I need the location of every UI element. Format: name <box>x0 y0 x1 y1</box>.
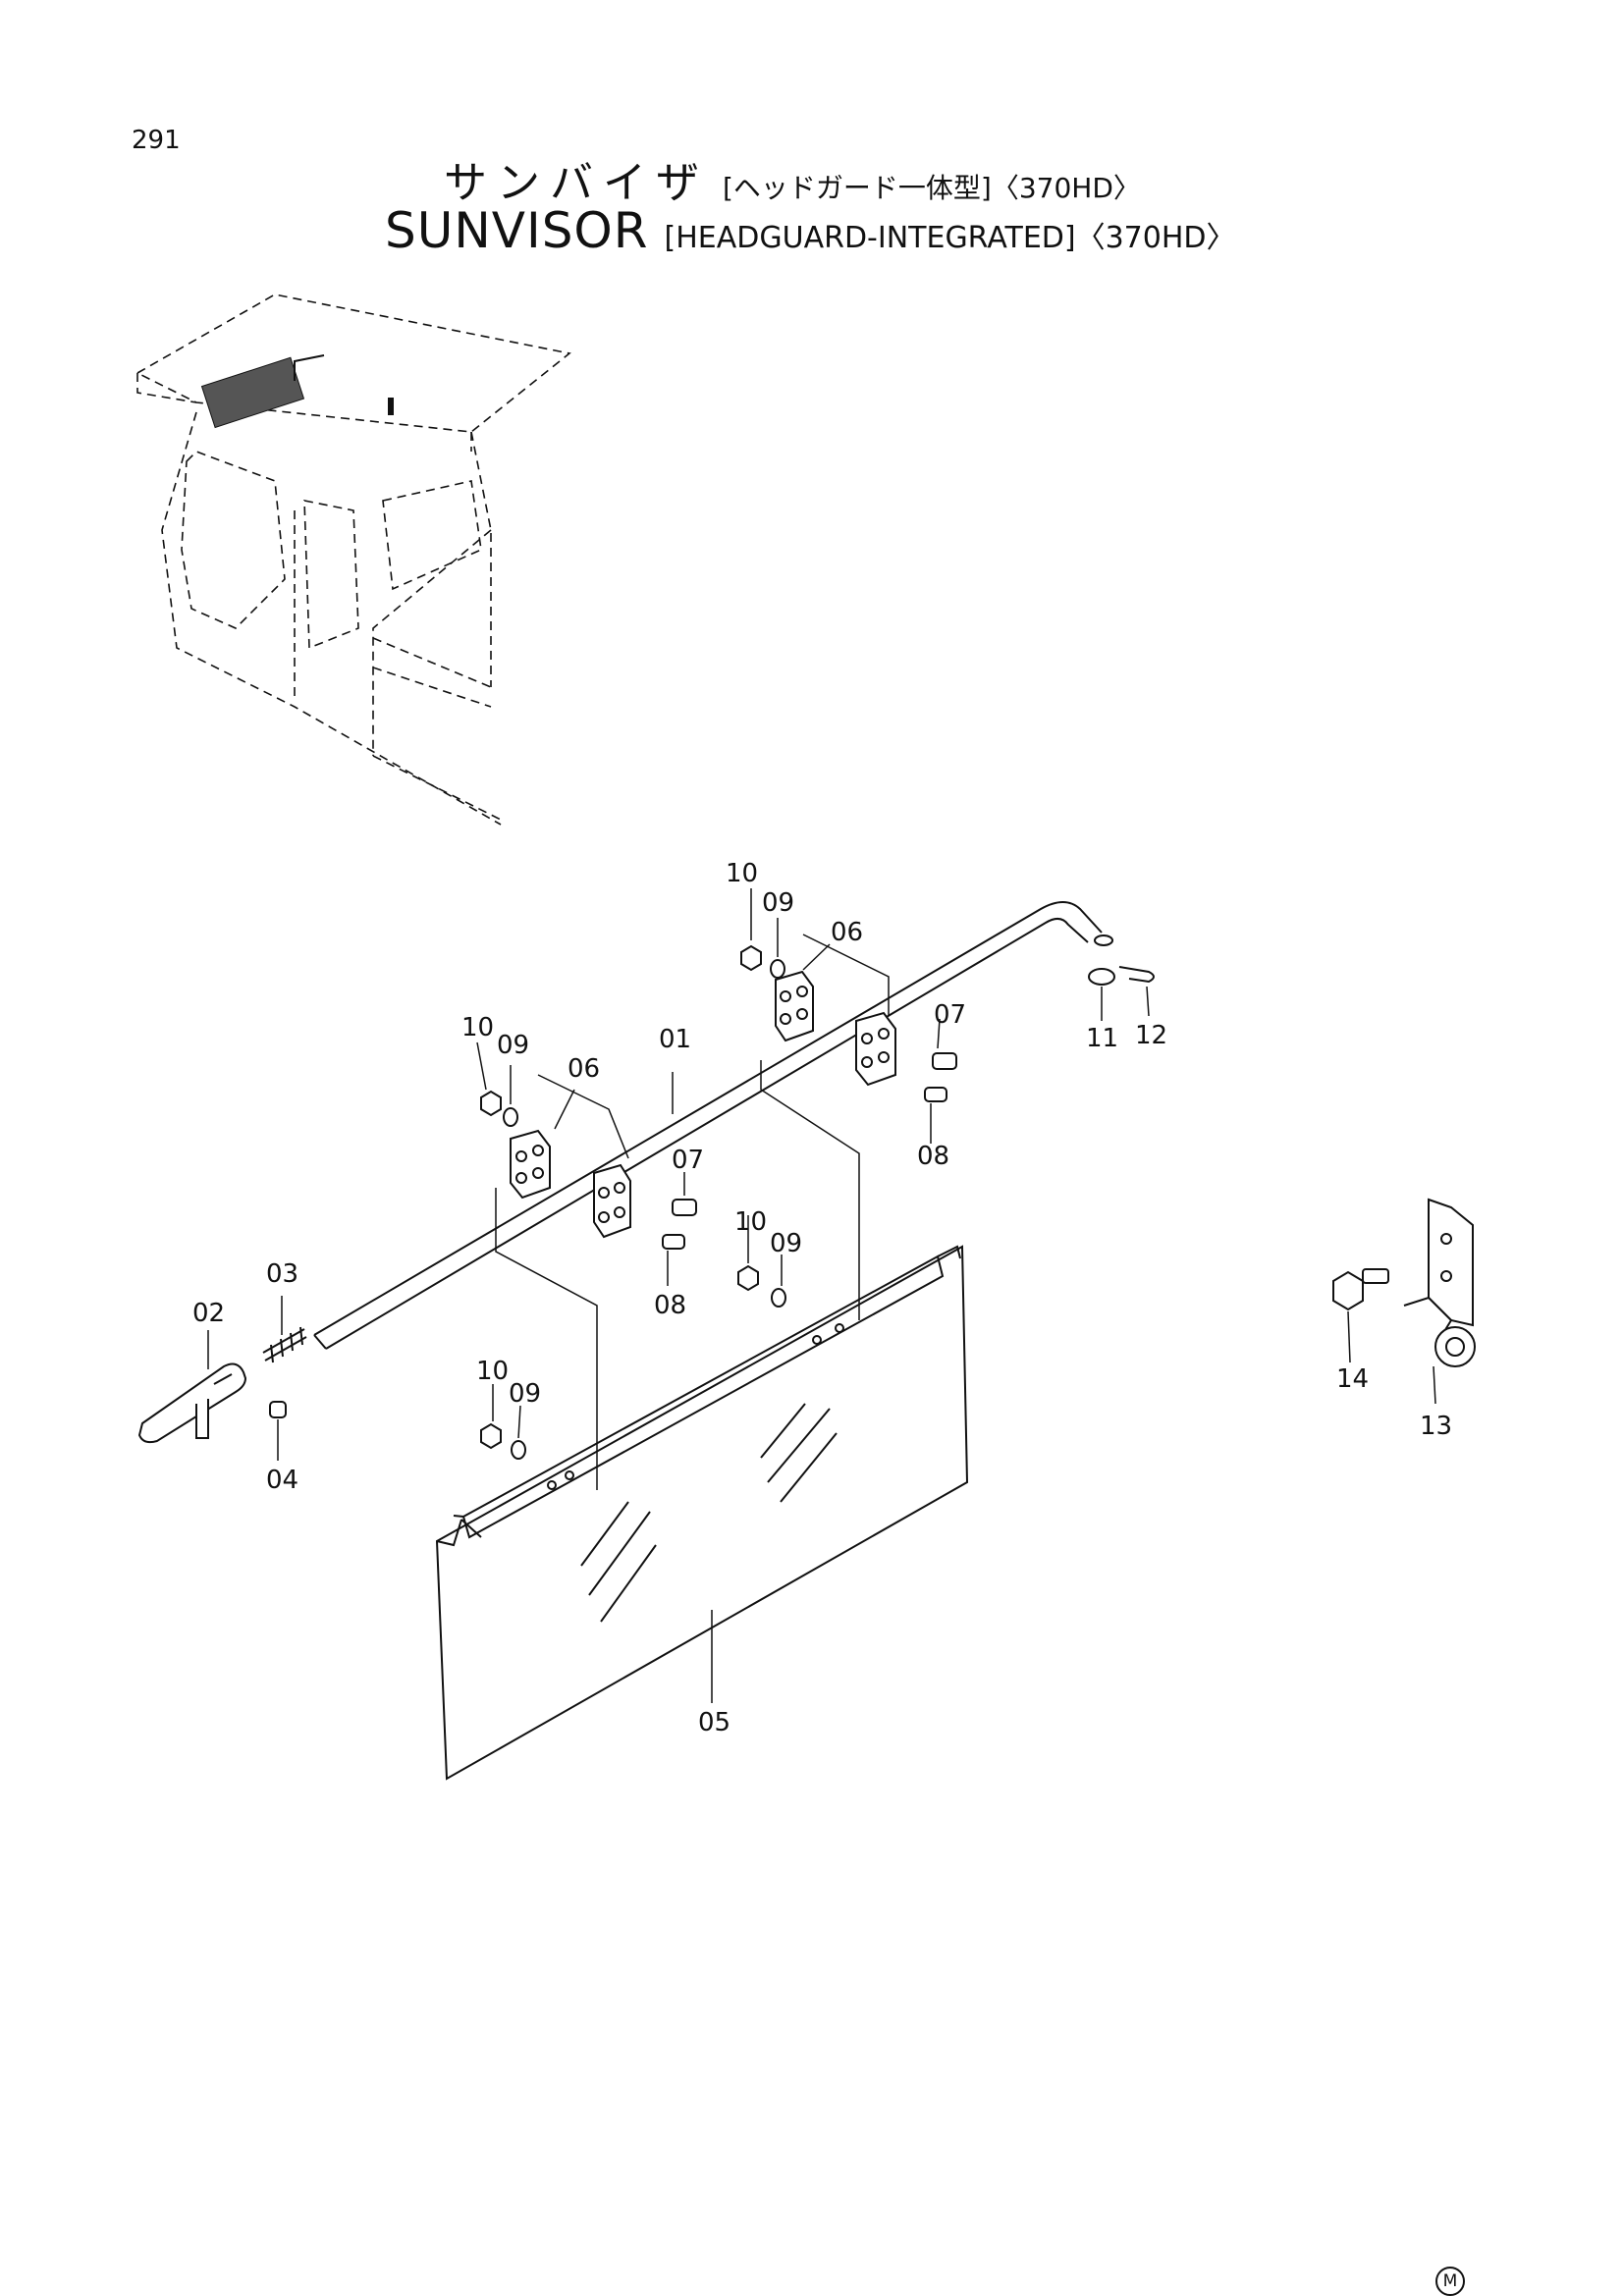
callout-07-left: 07 <box>672 1146 704 1175</box>
callout-06-right: 06 <box>831 918 863 947</box>
callout-09-left: 09 <box>497 1031 529 1060</box>
bracket-assembly <box>1332 1198 1476 1367</box>
callout-11: 11 <box>1086 1024 1118 1053</box>
callout-07-right: 07 <box>934 1000 966 1030</box>
callout-labels: 01 02 03 04 05 06 06 07 07 08 08 09 09 0… <box>192 859 1452 1737</box>
cab-overview-illustration <box>135 294 571 826</box>
callout-09-bottom: 09 <box>509 1379 541 1409</box>
handle-assembly <box>137 1326 307 1444</box>
callout-05: 05 <box>698 1708 730 1737</box>
callout-08-right: 08 <box>917 1142 949 1171</box>
hinge-assembly-right <box>775 970 896 1087</box>
callout-09-middle: 09 <box>770 1229 802 1258</box>
callout-02: 02 <box>192 1299 225 1328</box>
nuts-and-washers <box>480 944 786 1460</box>
title-english-sub: [HEADGUARD-INTEGRATED]〈370HD〉 <box>664 221 1236 255</box>
callout-14: 14 <box>1336 1364 1369 1394</box>
hinge-assembly-left <box>510 1129 631 1239</box>
title-english-main: SUNVISOR <box>385 202 649 259</box>
leader-lines <box>207 888 1436 1461</box>
callout-08-left: 08 <box>654 1291 686 1320</box>
callout-10-middle: 10 <box>734 1207 767 1237</box>
title-japanese: サンバイザ [ヘッドガード一体型]〈370HD〉 <box>444 147 1141 210</box>
callout-06-left: 06 <box>568 1054 600 1084</box>
rod <box>313 901 1113 1350</box>
callout-10-top: 10 <box>726 859 758 888</box>
callout-01: 01 <box>659 1025 691 1054</box>
title-japanese-main: サンバイザ <box>444 158 709 208</box>
callout-04: 04 <box>266 1466 298 1495</box>
callout-10-bottom: 10 <box>476 1357 509 1386</box>
page-number: 291 <box>132 126 181 155</box>
page-mark: M <box>1435 2267 1465 2296</box>
bolts <box>269 1052 957 1418</box>
callout-09-top: 09 <box>762 888 794 918</box>
title-japanese-sub: [ヘッドガード一体型]〈370HD〉 <box>723 172 1141 204</box>
title-english: SUNVISOR [HEADGUARD-INTEGRATED]〈370HD〉 <box>385 202 1236 259</box>
washer-11 <box>1088 968 1115 986</box>
visor-panel <box>435 1245 969 1781</box>
cotter-pin-12 <box>1118 966 1155 984</box>
strap-lines <box>495 934 890 1490</box>
callout-13: 13 <box>1420 1412 1452 1441</box>
callout-12: 12 <box>1135 1021 1167 1050</box>
callout-10-left: 10 <box>461 1013 494 1042</box>
callout-03: 03 <box>266 1259 298 1289</box>
